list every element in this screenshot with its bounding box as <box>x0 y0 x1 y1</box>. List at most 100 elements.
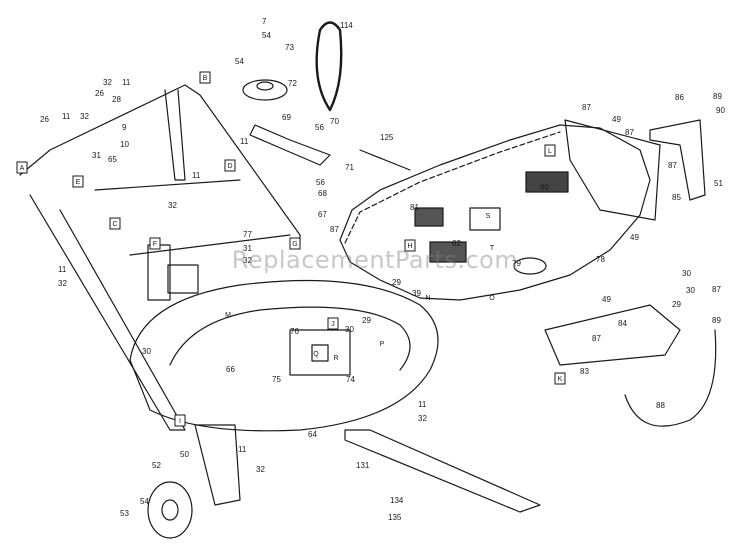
part-callout-79: 79 <box>512 259 521 268</box>
part-callout-50: 50 <box>180 450 189 459</box>
part-callout-26: 26 <box>40 115 49 124</box>
part-callout-69: 69 <box>282 113 291 122</box>
reference-letter-T: T <box>490 245 495 252</box>
reference-letter-E: E <box>76 179 81 186</box>
part-callout-49: 49 <box>612 115 621 124</box>
mower-housing <box>129 279 439 432</box>
part-callout-28: 28 <box>112 95 121 104</box>
shield-83 <box>544 304 681 366</box>
gauge-wheel-hub <box>161 499 179 521</box>
part-callout-56: 56 <box>316 178 325 187</box>
part-callout-85: 85 <box>672 193 681 202</box>
part-callout-54: 54 <box>140 497 149 506</box>
reference-letter-O: O <box>489 295 495 302</box>
idler-arm <box>249 124 331 166</box>
part-callout-134: 134 <box>390 496 404 505</box>
reference-letter-H: H <box>407 243 412 250</box>
part-callout-32: 32 <box>168 201 177 210</box>
part-callout-51: 51 <box>714 179 723 188</box>
reference-letter-A: A <box>20 165 25 172</box>
pulley-72-hub <box>256 81 274 91</box>
part-callout-87: 87 <box>330 225 339 234</box>
part-callout-30: 30 <box>142 347 151 356</box>
part-callout-71: 71 <box>345 163 354 172</box>
part-callout-89: 89 <box>713 92 722 101</box>
part-callout-11: 11 <box>58 265 67 274</box>
part-callout-11: 11 <box>122 78 131 87</box>
bracket-50 <box>194 424 241 506</box>
deck-center-box <box>469 207 501 231</box>
part-callout-53: 53 <box>120 509 129 518</box>
reference-letter-D: D <box>227 163 232 170</box>
reference-letter-B: B <box>203 75 208 82</box>
part-callout-84: 84 <box>618 319 627 328</box>
reference-letter-G: G <box>292 241 297 248</box>
part-callout-77: 77 <box>243 230 252 239</box>
part-callout-67: 67 <box>318 210 327 219</box>
reference-letter-L: L <box>548 148 552 155</box>
part-callout-30: 30 <box>345 325 354 334</box>
reference-letter-K: K <box>558 376 563 383</box>
deck-rim <box>344 131 561 244</box>
part-callout-11: 11 <box>238 445 247 454</box>
part-callout-76: 76 <box>290 327 299 336</box>
part-callout-32: 32 <box>103 78 112 87</box>
part-callout-73: 73 <box>285 43 294 52</box>
part-callout-54: 54 <box>235 57 244 66</box>
part-callout-29: 29 <box>672 300 681 309</box>
part-callout-30: 30 <box>682 269 691 278</box>
part-callout-39: 39 <box>412 289 421 298</box>
part-callout-56: 56 <box>315 123 324 132</box>
part-callout-80: 80 <box>540 183 549 192</box>
part-callout-81: 81 <box>410 203 419 212</box>
part-callout-64: 64 <box>308 430 317 439</box>
part-callout-11: 11 <box>240 137 249 146</box>
part-callout-11: 11 <box>418 400 427 409</box>
part-callout-10: 10 <box>120 140 129 149</box>
bar-88 <box>624 329 717 427</box>
part-callout-49: 49 <box>602 295 611 304</box>
part-callout-70: 70 <box>330 117 339 126</box>
part-callout-83: 83 <box>580 367 589 376</box>
reference-letter-N: N <box>425 295 430 302</box>
spring-125 <box>359 149 411 171</box>
deck-pad-81 <box>414 207 444 227</box>
part-callout-87: 87 <box>712 285 721 294</box>
spindle-hub <box>311 344 329 362</box>
part-callout-72: 72 <box>288 79 297 88</box>
deck-pad-82 <box>429 241 467 263</box>
deck-pad-79 <box>513 257 547 275</box>
frame-upright <box>164 89 186 181</box>
bracket-51 <box>649 119 706 201</box>
part-callout-87: 87 <box>668 161 677 170</box>
frame-right-rail <box>29 194 186 431</box>
reference-letter-C: C <box>112 221 117 228</box>
part-callout-30: 30 <box>686 286 695 295</box>
part-callout-78: 78 <box>596 255 605 264</box>
bracket-F <box>147 244 171 301</box>
part-callout-131: 131 <box>356 461 370 470</box>
part-callout-32: 32 <box>256 465 265 474</box>
part-callout-88: 88 <box>656 401 665 410</box>
part-callout-82: 82 <box>452 239 461 248</box>
part-callout-7: 7 <box>262 17 267 26</box>
part-callout-11: 11 <box>192 171 201 180</box>
part-callout-31: 31 <box>92 151 101 160</box>
gauge-wheel <box>147 481 193 539</box>
part-callout-66: 66 <box>226 365 235 374</box>
reference-letter-M: M <box>225 312 231 319</box>
chute-85 <box>564 119 661 221</box>
reference-letter-boxes <box>16 71 566 427</box>
part-callout-49: 49 <box>630 233 639 242</box>
reference-letter-R: R <box>333 355 338 362</box>
part-callout-75: 75 <box>272 375 281 384</box>
reference-letter-F: F <box>153 241 157 248</box>
part-callout-65: 65 <box>108 155 117 164</box>
drive-belt <box>315 21 343 112</box>
part-callout-90: 90 <box>716 106 725 115</box>
bracket-D <box>167 264 199 294</box>
deck-pad-80 <box>525 171 569 193</box>
